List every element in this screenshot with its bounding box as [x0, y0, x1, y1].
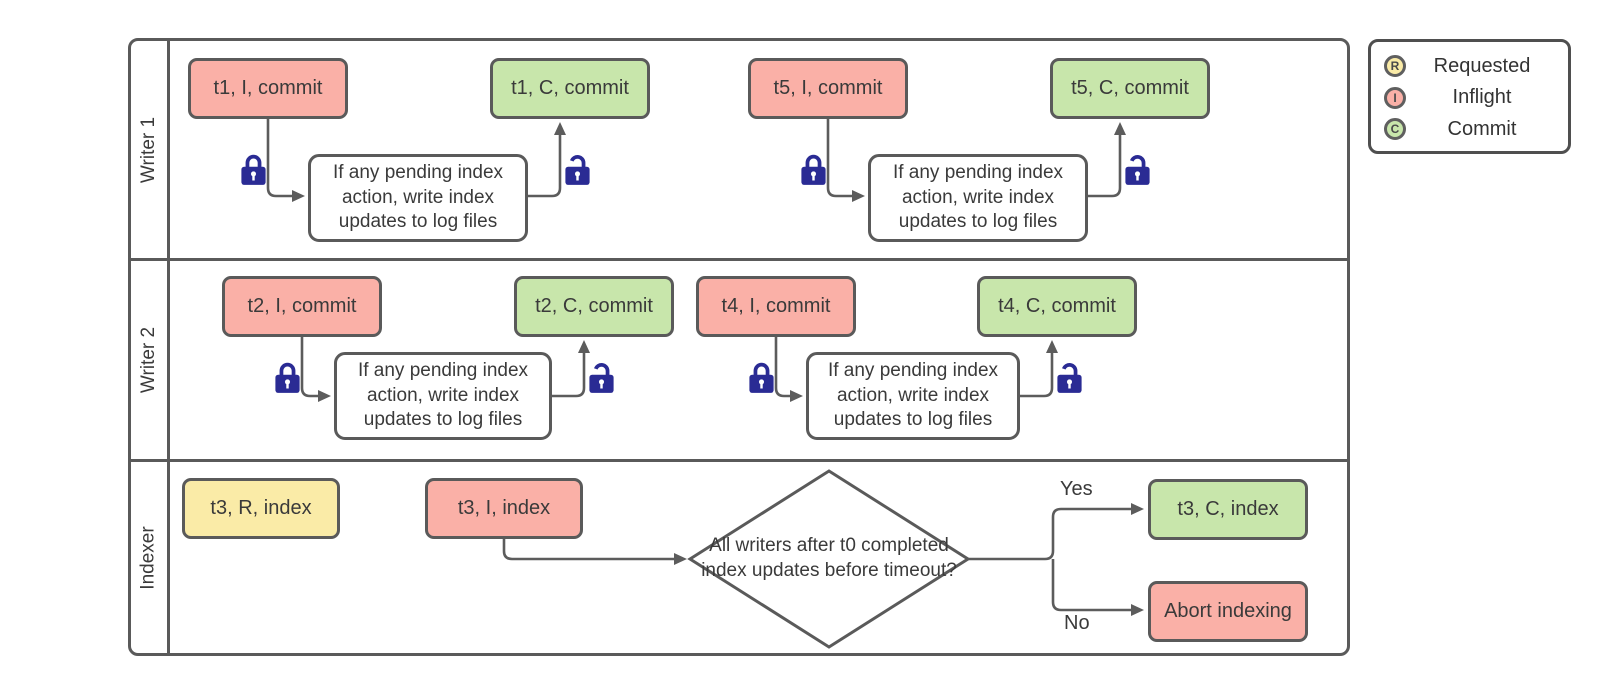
lock-closed-icon — [240, 153, 267, 186]
legend-label: Inflight — [1452, 86, 1512, 108]
node-t5-commit: t5, C, commit — [1050, 58, 1210, 119]
node-label: t5, C, commit — [1071, 77, 1189, 99]
lane-label: Writer 1 — [138, 116, 160, 183]
lock-open-icon — [588, 361, 615, 394]
node-label: t4, C, commit — [998, 295, 1116, 317]
lock-closed-icon — [748, 361, 775, 394]
lane-header-writer-2: Writer 2 — [131, 261, 170, 459]
note-write-index-3: If any pending index action, write index… — [334, 352, 552, 440]
node-t2-commit: t2, C, commit — [514, 276, 674, 337]
requested-state-icon: R — [1384, 55, 1406, 77]
legend-row-inflight: I Inflight — [1384, 85, 1558, 111]
lane-header-indexer: Indexer — [131, 462, 170, 653]
node-label: t3, R, index — [210, 497, 312, 519]
lane-writer-1: Writer 1 — [131, 41, 1347, 258]
node-t3-requested: t3, R, index — [182, 478, 340, 539]
node-t1-inflight: t1, I, commit — [188, 58, 348, 119]
note-write-index-2: If any pending index action, write index… — [868, 154, 1088, 242]
note-write-index-4: If any pending index action, write index… — [806, 352, 1020, 440]
legend-row-requested: R Requested — [1384, 53, 1558, 79]
node-t3-inflight: t3, I, index — [425, 478, 583, 539]
node-abort-indexing: Abort indexing — [1148, 581, 1308, 642]
node-label: t2, I, commit — [247, 295, 357, 317]
node-label: t2, C, commit — [535, 295, 653, 317]
legend-label: Commit — [1447, 117, 1517, 140]
lock-closed-icon — [800, 153, 827, 186]
node-t4-inflight: t4, I, commit — [696, 276, 856, 337]
node-label: t1, C, commit — [511, 77, 629, 99]
node-label: t4, I, commit — [721, 295, 831, 317]
node-label: t1, I, commit — [213, 77, 323, 99]
legend: R Requested I Inflight C Commit — [1368, 39, 1571, 154]
lane-label: Indexer — [138, 525, 159, 590]
legend-row-commit: C Commit — [1384, 116, 1558, 142]
lock-open-icon — [1124, 153, 1151, 186]
note-label: If any pending index action, write index… — [827, 359, 999, 431]
lane-header-writer-1: Writer 1 — [131, 41, 170, 258]
legend-label: Requested — [1433, 54, 1531, 77]
node-label: t3, I, index — [457, 497, 551, 519]
decision-label: All writers after t0 completed index upd… — [701, 535, 957, 581]
node-t1-commit: t1, C, commit — [490, 58, 650, 119]
lock-closed-icon — [274, 361, 301, 394]
commit-state-icon: C — [1384, 118, 1406, 140]
lock-open-icon — [1056, 361, 1083, 394]
node-label: t5, I, commit — [773, 77, 883, 99]
node-t5-inflight: t5, I, commit — [748, 58, 908, 119]
lane-label: Writer 2 — [138, 326, 160, 394]
node-label: Abort indexing — [1164, 600, 1292, 622]
note-label: If any pending index action, write index… — [892, 161, 1064, 233]
note-label: If any pending index action, write index… — [357, 359, 529, 431]
node-t2-inflight: t2, I, commit — [222, 276, 382, 337]
node-t4-commit: t4, C, commit — [977, 276, 1137, 337]
note-label: If any pending index action, write index… — [332, 161, 504, 233]
note-write-index-1: If any pending index action, write index… — [308, 154, 528, 242]
node-t3-commit: t3, C, index — [1148, 479, 1308, 540]
lock-open-icon — [564, 153, 591, 186]
node-label: t3, C, index — [1177, 498, 1279, 520]
branch-label-no: No — [1064, 612, 1090, 634]
branch-label-yes: Yes — [1060, 478, 1093, 500]
lane-writer-2: Writer 2 — [131, 258, 1347, 459]
inflight-state-icon: I — [1384, 86, 1406, 109]
lane-indexer: Indexer — [131, 459, 1347, 653]
